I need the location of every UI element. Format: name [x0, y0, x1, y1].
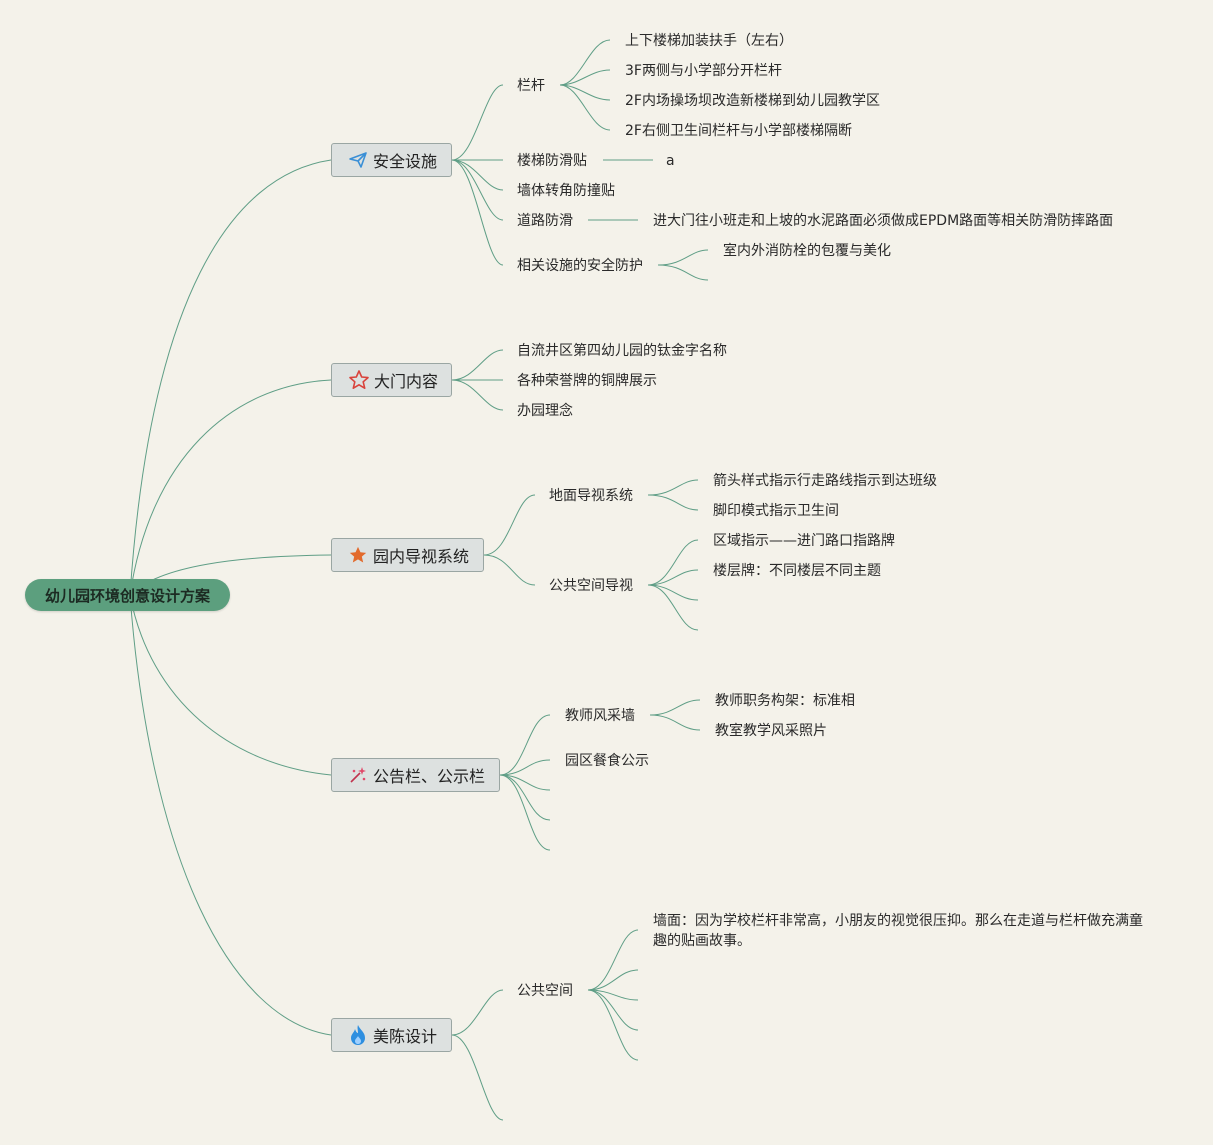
subtopic-wall[interactable]: 墙体转角防撞贴 — [517, 183, 615, 199]
topic-guide-label: 园内导视系统 — [372, 547, 469, 566]
topic-safety-label: 安全设施 — [372, 152, 437, 171]
subtopic-stairs[interactable]: 楼梯防滑贴 — [517, 153, 587, 169]
leaf-public-guide-1[interactable]: 区域指示——进门路口指路牌 — [713, 533, 895, 549]
topic-gate[interactable]: 大门内容 — [331, 363, 452, 397]
subtopic-ground[interactable]: 地面导视系统 — [549, 488, 633, 504]
star-outline-icon — [348, 369, 370, 391]
leaf-road[interactable]: 进大门往小班走和上坡的水泥路面必须做成EPDM路面等相关防滑防摔路面 — [653, 213, 1114, 229]
leaf-facility[interactable]: 室内外消防栓的包覆与美化 — [723, 243, 891, 259]
subtopic-gate-1[interactable]: 自流井区第四幼儿园的钛金字名称 — [517, 343, 727, 359]
root-topic-label: 幼儿园环境创意设计方案 — [44, 586, 210, 605]
leaf-public-guide-2[interactable]: 楼层牌：不同楼层不同主题 — [713, 563, 881, 579]
topic-notice-label: 公告栏、公示栏 — [372, 767, 485, 786]
subtopic-food[interactable]: 园区餐食公示 — [565, 753, 649, 769]
subtopic-teacher[interactable]: 教师风采墙 — [565, 708, 635, 724]
paper-plane-icon — [348, 149, 369, 171]
topic-gate-label: 大门内容 — [374, 372, 439, 391]
subtopic-gate-2[interactable]: 各种荣誉牌的铜牌展示 — [517, 373, 657, 389]
star-filled-icon — [348, 544, 369, 566]
leaf-ground-2[interactable]: 脚印模式指示卫生间 — [713, 503, 839, 519]
leaf-railing-2[interactable]: 3F两侧与小学部分开栏杆 — [625, 63, 782, 79]
leaf-railing-3[interactable]: 2F内场操场坝改造新楼梯到幼儿园教学区 — [625, 93, 880, 109]
subtopic-railing[interactable]: 栏杆 — [517, 78, 545, 94]
leaf-railing-1[interactable]: 上下楼梯加装扶手（左右） — [625, 33, 793, 49]
flame-icon — [348, 1024, 369, 1046]
topic-art-label: 美陈设计 — [372, 1027, 437, 1046]
topic-art[interactable]: 美陈设计 — [331, 1018, 452, 1052]
leaf-stairs-a[interactable]: a — [666, 153, 675, 169]
subtopic-public-space[interactable]: 公共空间 — [517, 983, 573, 999]
subtopic-gate-3[interactable]: 办园理念 — [517, 403, 573, 419]
sparkle-icon — [348, 764, 369, 786]
leaf-teacher-2[interactable]: 教室教学风采照片 — [715, 723, 827, 739]
subtopic-public-guide[interactable]: 公共空间导视 — [549, 578, 633, 594]
leaf-teacher-1[interactable]: 教师职务构架：标准相 — [715, 693, 855, 709]
subtopic-road[interactable]: 道路防滑 — [517, 213, 573, 229]
subtopic-facility[interactable]: 相关设施的安全防护 — [517, 258, 643, 274]
leaf-wall-story[interactable]: 墙面：因为学校栏杆非常高，小朋友的视觉很压抑。那么在走道与栏杆做充满童趣的贴画故… — [653, 913, 1143, 949]
root-topic[interactable]: 幼儿园环境创意设计方案 — [25, 579, 230, 611]
leaf-railing-4[interactable]: 2F右侧卫生间栏杆与小学部楼梯隔断 — [625, 123, 852, 139]
topic-notice[interactable]: 公告栏、公示栏 — [331, 758, 500, 792]
topic-safety[interactable]: 安全设施 — [331, 143, 452, 177]
topic-guide[interactable]: 园内导视系统 — [331, 538, 484, 572]
leaf-ground-1[interactable]: 箭头样式指示行走路线指示到达班级 — [713, 473, 937, 489]
